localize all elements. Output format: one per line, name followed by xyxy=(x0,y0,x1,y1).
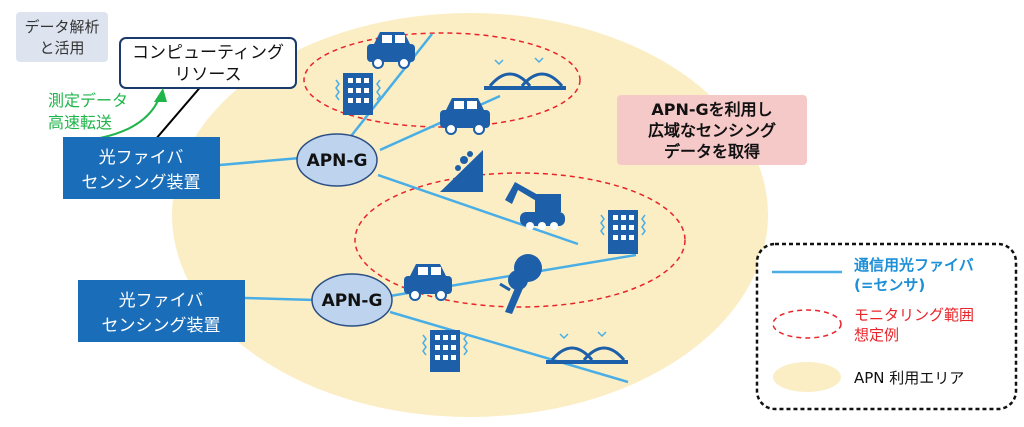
transfer-arrowhead xyxy=(154,88,167,102)
legend-monitor-swatch xyxy=(772,309,842,339)
fiber-branch-top xyxy=(339,33,433,151)
fiber-link-bottom xyxy=(244,296,316,302)
building-icon xyxy=(335,73,381,115)
bridge-icon xyxy=(484,57,566,90)
building-icon xyxy=(600,210,646,254)
fiber-link-top xyxy=(219,156,301,167)
car-icon xyxy=(440,98,490,135)
legend-area-swatch xyxy=(773,362,841,392)
apng-node-top-label: APN-G xyxy=(307,151,368,171)
apng-node-bottom-label: APN-G xyxy=(322,291,383,311)
bridge-icon xyxy=(546,331,628,364)
car-icon xyxy=(367,32,415,69)
sensing-device-bottom-line2: センシング装置 xyxy=(102,316,221,336)
monitoring-range-middle xyxy=(354,172,686,308)
sensing-device-bottom-line1: 光ファイバ xyxy=(119,291,204,311)
legend-fiber-line1: 通信用光ファイバ xyxy=(854,256,974,274)
computing-label-line1: コンピューティング xyxy=(132,43,284,63)
optical-fibers xyxy=(219,33,637,384)
callout-line3: データを取得 xyxy=(664,142,760,161)
transfer-label-line1: 測定データ xyxy=(48,91,128,110)
sensing-device-top-line1: 光ファイバ xyxy=(99,148,184,168)
transfer-label-line2: 高速転送 xyxy=(48,113,112,132)
legend-monitor-line1: モニタリング範囲 xyxy=(854,306,974,324)
fiber-branch-bottom xyxy=(389,310,629,384)
legend-area-label: APN 利用エリア xyxy=(854,369,964,387)
data-analysis-line2: と活用 xyxy=(39,39,84,57)
landslide-icon xyxy=(440,150,483,192)
excavator-icon xyxy=(505,182,565,230)
car-icon xyxy=(404,264,452,301)
callout-line2: 広域なセンシング xyxy=(648,121,776,140)
computing-label-line2: リソース xyxy=(174,65,241,85)
data-analysis-line1: データ解析 xyxy=(24,18,99,36)
computing-resource-box xyxy=(119,37,297,89)
fallen-tree-icon xyxy=(499,254,542,314)
callout-line1: APN-Gを利用し xyxy=(651,100,772,119)
sensing-device-bottom xyxy=(78,280,245,342)
sensing-device-top xyxy=(63,137,220,199)
fiber-branch-lower-mid xyxy=(377,173,579,246)
building-icon xyxy=(422,330,468,372)
data-analysis-box xyxy=(16,12,108,62)
callout-box xyxy=(617,95,807,165)
apng-node-top xyxy=(296,133,378,187)
legend-monitor-line2: 想定例 xyxy=(854,326,899,344)
legend-fiber-line2: (=センサ) xyxy=(854,276,925,294)
apng-node-bottom xyxy=(311,273,393,327)
sensing-device-top-line2: センシング装置 xyxy=(82,173,201,193)
